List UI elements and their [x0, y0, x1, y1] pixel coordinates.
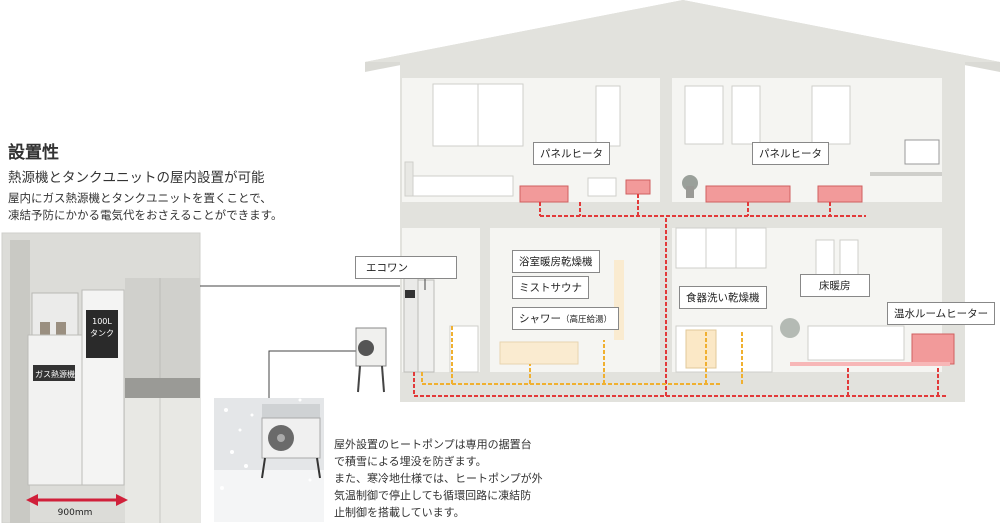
note-line-3: また、寒冷地仕様では、ヒートポンプが外	[334, 472, 543, 485]
shower-note: （高圧給湯）	[561, 315, 613, 325]
label-floor-heating: 床暖房	[800, 274, 870, 297]
body-line-1: 屋内にガス熱源機とタンクユニットを置くことで、	[8, 191, 272, 205]
shower-label: シャワー	[519, 313, 561, 325]
label-panel-heater-left: パネルヒータ	[533, 142, 610, 165]
note-line-1: 屋外設置のヒートポンプは専用の据置台	[334, 438, 532, 451]
hot-water-pipes	[421, 326, 743, 385]
indoor-install-photo	[1, 232, 201, 523]
house	[355, 0, 1000, 402]
connector-heatpump	[268, 350, 358, 398]
label-ecowan: エコワン	[355, 256, 457, 279]
heat-pipes	[413, 194, 948, 397]
note-line-2: で積雪による埋没を防ぎます。	[334, 455, 487, 468]
label-room-heater: 温水ルームヒーター	[887, 302, 996, 325]
label-panel-heater-right: パネルヒータ	[752, 142, 829, 165]
label-bath-dryer: 浴室暖房乾燥機	[512, 250, 600, 273]
body-line-2: 凍結予防にかかる電気代をおさえることができます。	[8, 208, 283, 222]
note-line-4: 気温制御で停止しても循環回路に凍結防	[334, 489, 532, 502]
label-shower: シャワー（高圧給湯）	[512, 307, 620, 330]
tank-label-line2: タンク	[90, 329, 114, 338]
section-subtitle: 熱源機とタンクユニットの屋内設置が可能	[8, 170, 265, 186]
gas-unit-label: ガス熱源機	[35, 369, 75, 379]
label-mist-sauna: ミストサウナ	[512, 276, 589, 299]
section-title: 設置性	[8, 143, 59, 163]
section-body: 屋内にガス熱源機とタンクユニットを置くことで、 凍結予防にかかる電気代をおさえる…	[8, 190, 283, 224]
outdoor-note: 屋外設置のヒートポンプは専用の据置台 で積雪による埋没を防ぎます。 また、寒冷地…	[334, 436, 543, 521]
label-dish-dryer: 食器洗い乾燥機	[679, 286, 767, 309]
width-label: 900mm	[58, 508, 93, 518]
tank-label-line1: 100L	[92, 317, 112, 326]
note-line-5: 止制御を搭載しています。	[334, 506, 465, 519]
outdoor-heatpump-photo	[214, 398, 324, 522]
